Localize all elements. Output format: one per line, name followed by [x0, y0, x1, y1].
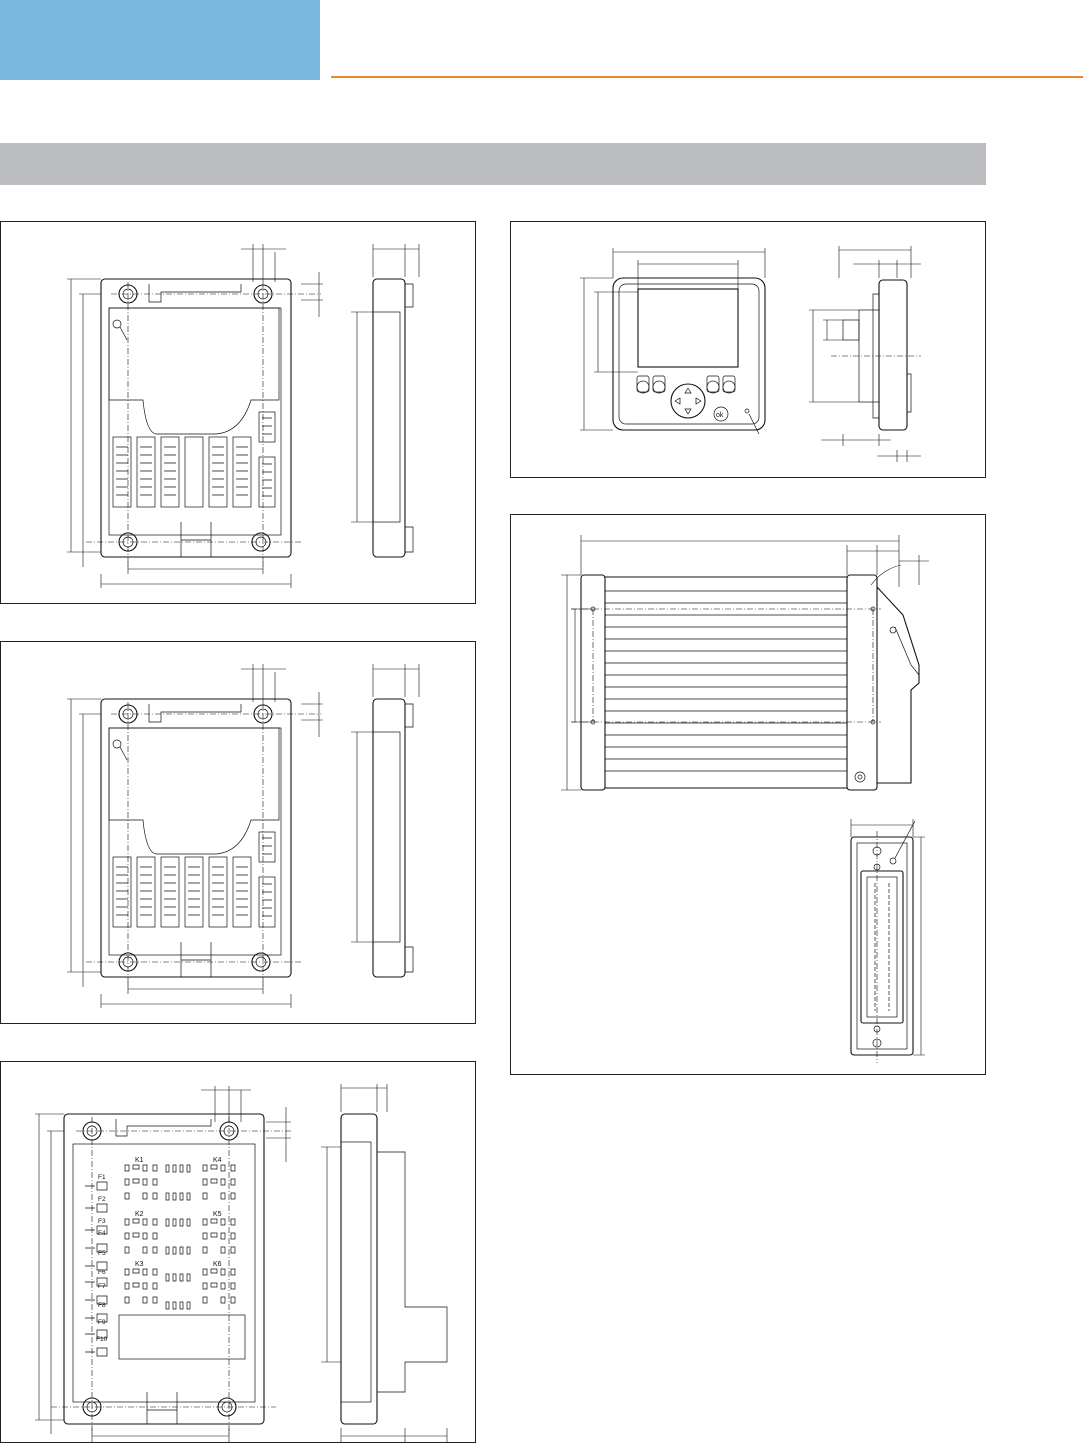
ok-key-label: ok — [716, 412, 724, 419]
label-field — [109, 728, 279, 854]
relay-label-k1: K1 — [135, 1157, 144, 1164]
unit-side-view — [321, 1084, 447, 1442]
housing-side-view — [561, 535, 929, 790]
status-led — [890, 858, 896, 864]
header-rule — [331, 76, 1083, 78]
display-screen — [638, 289, 738, 367]
function-key — [707, 381, 719, 393]
display-side-view — [809, 246, 921, 462]
drawing-control-unit-b — [1, 642, 477, 1025]
unit-side-view — [351, 244, 419, 557]
drawing-controller-housing — [511, 515, 987, 1076]
function-key — [637, 381, 649, 393]
fuse-label-f5: F5 — [98, 1250, 106, 1257]
drawing-panel-control-unit-a — [0, 221, 476, 604]
led-indicator — [113, 740, 121, 748]
unit-side-view — [351, 664, 419, 977]
fuse-label-f2: F2 — [98, 1196, 106, 1203]
display-outline — [613, 278, 765, 430]
section-title-bar — [0, 143, 986, 185]
relay-sockets — [125, 1165, 235, 1309]
dimension-lines — [67, 244, 323, 588]
dimension-lines — [67, 664, 323, 1008]
fuse-label-f7: F7 — [98, 1283, 106, 1290]
fuse-label-f4: F4 — [98, 1230, 106, 1237]
unit-inner-frame — [109, 728, 281, 955]
fuse-label-f8: F8 — [98, 1302, 106, 1309]
drawing-panel-control-unit-b — [0, 641, 476, 1024]
drawing-display: ok — [511, 222, 987, 479]
display-keypad: ok — [637, 376, 759, 434]
function-key — [653, 381, 665, 393]
relay-socket-grid — [113, 832, 275, 927]
relay-label-k2: K2 — [135, 1211, 144, 1218]
drawing-control-unit-a — [1, 222, 477, 605]
header-color-tab — [0, 0, 320, 80]
relay-socket-grid — [113, 412, 275, 507]
drawing-panel-controller-housing — [510, 514, 986, 1075]
function-key — [723, 381, 735, 393]
drawing-panel-display: ok — [510, 221, 986, 478]
housing-connector-view — [851, 819, 925, 1063]
label-field — [119, 1315, 245, 1359]
unit-inner-frame — [109, 308, 281, 535]
fuse-label-f10: F10 — [96, 1336, 108, 1343]
fuse-label-f3: F3 — [98, 1218, 106, 1225]
relay-labels: K1 K2 K3 K4 K5 K6 — [135, 1157, 222, 1268]
dimension-lines — [35, 1086, 291, 1442]
fuse-labels: F1 F2 F3 F4 F5 F6 F7 F8 F9 F10 — [96, 1174, 108, 1343]
label-field — [109, 308, 279, 434]
relay-label-k6: K6 — [213, 1261, 222, 1268]
status-led — [745, 409, 749, 413]
relay-label-k4: K4 — [213, 1157, 222, 1164]
drawing-panel-relay-fuse-unit: K1 K2 K3 K4 K5 K6 F1 F2 F3 F4 F5 F6 F7 F… — [0, 1061, 476, 1443]
unit-top-edge — [149, 284, 241, 302]
relay-label-k3: K3 — [135, 1261, 144, 1268]
relay-label-k5: K5 — [213, 1211, 222, 1218]
led-indicator — [113, 320, 121, 328]
drawing-relay-fuse-unit: K1 K2 K3 K4 K5 K6 F1 F2 F3 F4 F5 F6 F7 F… — [1, 1062, 477, 1444]
fuse-label-f1: F1 — [98, 1174, 106, 1181]
fuse-label-f9: F9 — [98, 1319, 106, 1326]
navigation-cross-key — [671, 384, 705, 418]
dimension-lines — [580, 248, 765, 430]
